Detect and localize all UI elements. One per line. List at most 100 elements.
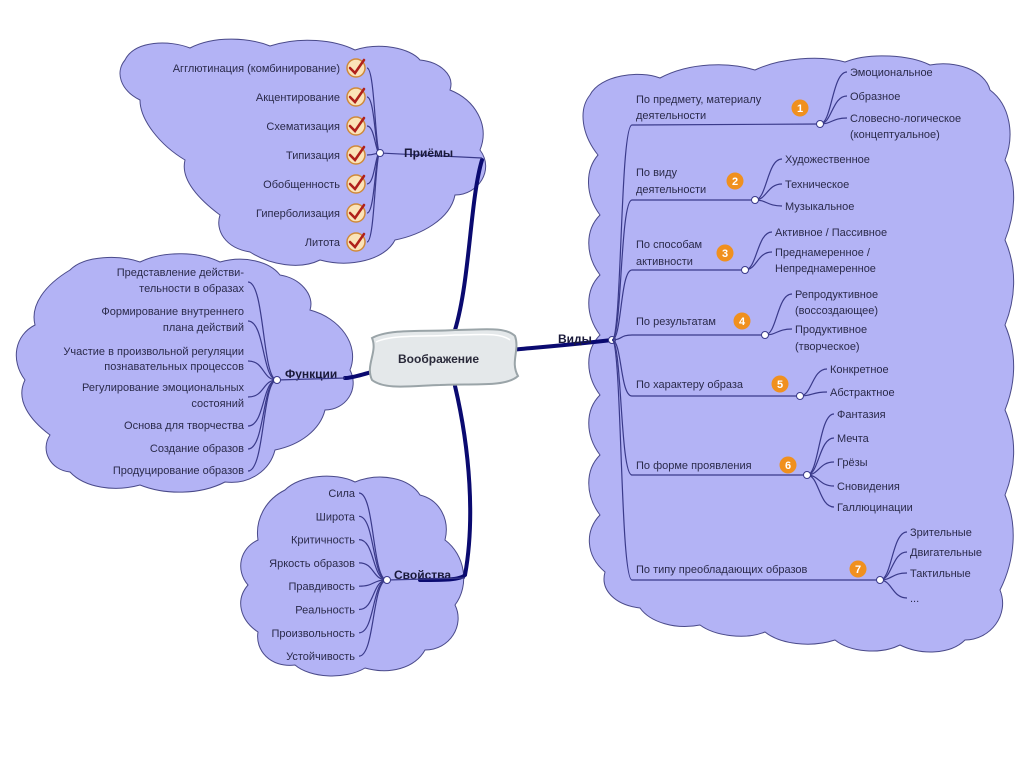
vidy-category: По предмету, материалудеятельности1Эмоци…: [611, 67, 961, 341]
vidy-connector: [611, 339, 633, 476]
vidy-item[interactable]: Конкретное: [830, 364, 889, 376]
priemy-item[interactable]: Типизация: [286, 145, 366, 165]
vidy-connector: [611, 334, 633, 341]
funkcii-label: Функции: [285, 367, 337, 381]
vidy-item[interactable]: ...: [910, 593, 919, 605]
badge-number: 3: [722, 248, 728, 260]
badge-number: 5: [777, 379, 783, 391]
badge-circle: [779, 456, 797, 474]
vidy-item[interactable]: Музыкальное: [785, 201, 854, 213]
svoistva-item[interactable]: Сила: [328, 488, 356, 500]
svoistva-item[interactable]: Произвольность: [271, 628, 355, 640]
vidy-item[interactable]: Абстрактное: [830, 387, 895, 399]
vidy-category-label[interactable]: По форме проявления: [636, 460, 752, 472]
svoistva-item[interactable]: Правдивость: [288, 581, 355, 593]
funkcii-connector: [247, 281, 278, 381]
vidy-category-node: [803, 471, 811, 479]
priemy-item[interactable]: Агглютинация (комбинирование): [173, 58, 366, 78]
vidy-connector: [611, 269, 633, 341]
checkmark-icon: [346, 116, 366, 136]
vidy-item[interactable]: Репродуктивное(воссоздающее): [795, 289, 878, 317]
funkcii-group: Функции Представление действи-тельности в…: [63, 267, 346, 477]
vidy-category-label[interactable]: По результатам: [636, 316, 716, 328]
vidy-category-text: По характеру образа: [636, 379, 744, 391]
vidy-category-label[interactable]: По характеру образа: [636, 379, 744, 391]
funkcii-item[interactable]: Продуцирование образов: [113, 465, 244, 477]
vidy-category-node: [761, 331, 769, 339]
funkcii-item[interactable]: Представление действи-тельности в образа…: [117, 267, 245, 295]
priemy-item[interactable]: Гиперболизация: [256, 203, 366, 223]
checkmark-icon: [346, 232, 366, 252]
svoistva-hub-line: [386, 577, 466, 581]
checkmark-icon: [346, 145, 366, 165]
funkcii-item-label: плана действий: [163, 322, 244, 334]
vidy-category-text: По виду: [636, 167, 677, 179]
funkcii-item-label: Представление действи-: [117, 267, 245, 279]
central-topic[interactable]: Воображение: [368, 328, 520, 388]
vidy-item[interactable]: Образное: [850, 91, 900, 103]
number-badge: 6: [779, 456, 797, 474]
vidy-item-label: Галлюцинации: [837, 502, 913, 514]
vidy-item[interactable]: Активное / Пассивное: [775, 227, 887, 239]
priemy-item-label: Типизация: [286, 150, 340, 162]
vidy-category-node: [741, 266, 749, 274]
funkcii-item[interactable]: Участие в произвольной регуляциипознават…: [63, 346, 244, 373]
vidy-item[interactable]: Словесно-логическое(концептуальное): [850, 113, 961, 141]
vidy-item[interactable]: Эмоциональное: [850, 67, 933, 79]
svoistva-item[interactable]: Реальность: [295, 605, 355, 617]
vidy-item-label: (творческое): [795, 341, 860, 353]
vidy-item[interactable]: Фантазия: [837, 409, 886, 421]
svoistva-item[interactable]: Широта: [316, 511, 356, 523]
vidy-item[interactable]: Грёзы: [837, 457, 868, 469]
priemy-item-label: Акцентирование: [256, 92, 340, 104]
vidy-item-label: Музыкальное: [785, 201, 854, 213]
vidy-item[interactable]: Галлюцинации: [837, 502, 913, 514]
vidy-item[interactable]: Сновидения: [837, 481, 900, 493]
vidy-item[interactable]: Техническое: [785, 179, 849, 191]
funkcii-hub-node: [273, 376, 281, 384]
svoistva-item[interactable]: Критичность: [291, 535, 355, 547]
svoistva-item-label: Яркость образов: [269, 558, 355, 570]
svoistva-item[interactable]: Яркость образов: [269, 558, 355, 570]
funkcii-item[interactable]: Создание образов: [150, 443, 244, 455]
svoistva-item-label: Реальность: [295, 605, 355, 617]
badge-circle: [771, 375, 789, 393]
funkcii-item[interactable]: Основа для творчества: [124, 420, 245, 432]
vidy-item-label: Мечта: [837, 433, 870, 445]
priemy-item[interactable]: Акцентирование: [256, 87, 366, 107]
central-topic-label: Воображение: [398, 352, 479, 366]
priemy-label: Приёмы: [404, 146, 453, 160]
priemy-item-label: Литота: [305, 237, 341, 249]
priemy-item[interactable]: Литота: [305, 232, 366, 252]
vidy-item-label: Конкретное: [830, 364, 889, 376]
priemy-item-label: Гиперболизация: [256, 208, 340, 220]
svoistva-connector: [358, 579, 388, 657]
priemy-item[interactable]: Схематизация: [266, 116, 366, 136]
vidy-item[interactable]: Мечта: [837, 433, 870, 445]
vidy-item-label: Эмоциональное: [850, 67, 933, 79]
badge-circle: [849, 560, 867, 578]
vidy-item[interactable]: Зрительные: [910, 527, 972, 539]
badge-circle: [791, 99, 809, 117]
svoistva-item[interactable]: Устойчивость: [286, 651, 355, 663]
vidy-item-label: Продуктивное: [795, 324, 867, 336]
vidy-item[interactable]: Тактильные: [910, 568, 971, 580]
priemy-item[interactable]: Обобщенность: [263, 174, 366, 194]
vidy-item[interactable]: Художественное: [785, 154, 870, 166]
vidy-item[interactable]: Преднамеренное /Непреднамеренное: [775, 247, 876, 275]
priemy-hub-line: [379, 152, 483, 159]
vidy-item[interactable]: Двигательные: [910, 547, 982, 559]
funkcii-item-label: Создание образов: [150, 443, 244, 455]
svoistva-cloud: [240, 475, 465, 677]
vidy-category-text: активности: [636, 256, 693, 268]
vidy-category-label[interactable]: По типу преобладающих образов: [636, 564, 808, 576]
vidy-item[interactable]: Продуктивное (творческое): [795, 324, 867, 353]
vidy-item-label: Непреднамеренное: [775, 263, 876, 275]
